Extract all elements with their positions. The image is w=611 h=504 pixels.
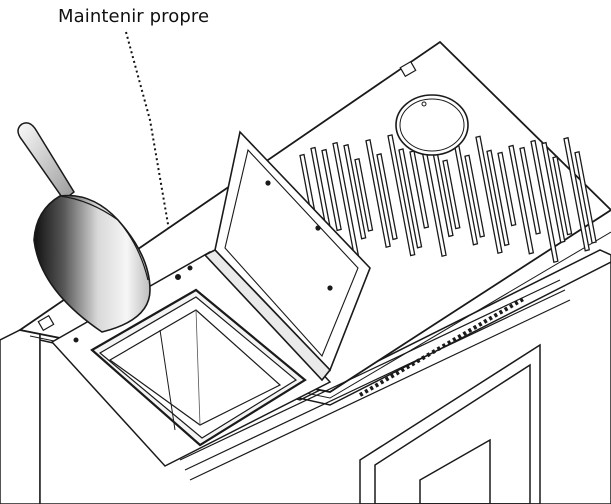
grille-slot xyxy=(442,159,461,230)
grille-slot xyxy=(519,146,541,235)
grille-slot xyxy=(486,149,510,247)
grille-slot xyxy=(574,150,597,244)
round-cover xyxy=(395,94,469,156)
grille-slot xyxy=(475,135,503,254)
grille-slot xyxy=(365,139,391,248)
grille-slot xyxy=(508,144,535,255)
grille-slot xyxy=(464,154,486,238)
grille-slot xyxy=(354,157,374,232)
front-door xyxy=(359,343,541,504)
grille-slot xyxy=(497,151,517,227)
top-grille xyxy=(299,134,597,263)
grille-slot xyxy=(387,134,416,257)
annotation-label: Maintenir propre xyxy=(58,6,210,27)
hopper-lid xyxy=(203,130,371,382)
grille-slot xyxy=(321,148,342,232)
grille-slot xyxy=(552,155,573,236)
grille-slot xyxy=(530,139,559,263)
grille-slot xyxy=(541,141,566,244)
vent-band xyxy=(358,296,527,397)
grille-slot xyxy=(343,143,367,240)
front-trim xyxy=(179,279,571,481)
back-tabs xyxy=(37,60,417,332)
pellet-scoop-icon xyxy=(17,122,151,333)
grille-slot xyxy=(398,148,423,249)
grille-slot xyxy=(563,136,590,252)
grille-slot xyxy=(409,150,430,229)
grille-slot xyxy=(376,153,398,241)
